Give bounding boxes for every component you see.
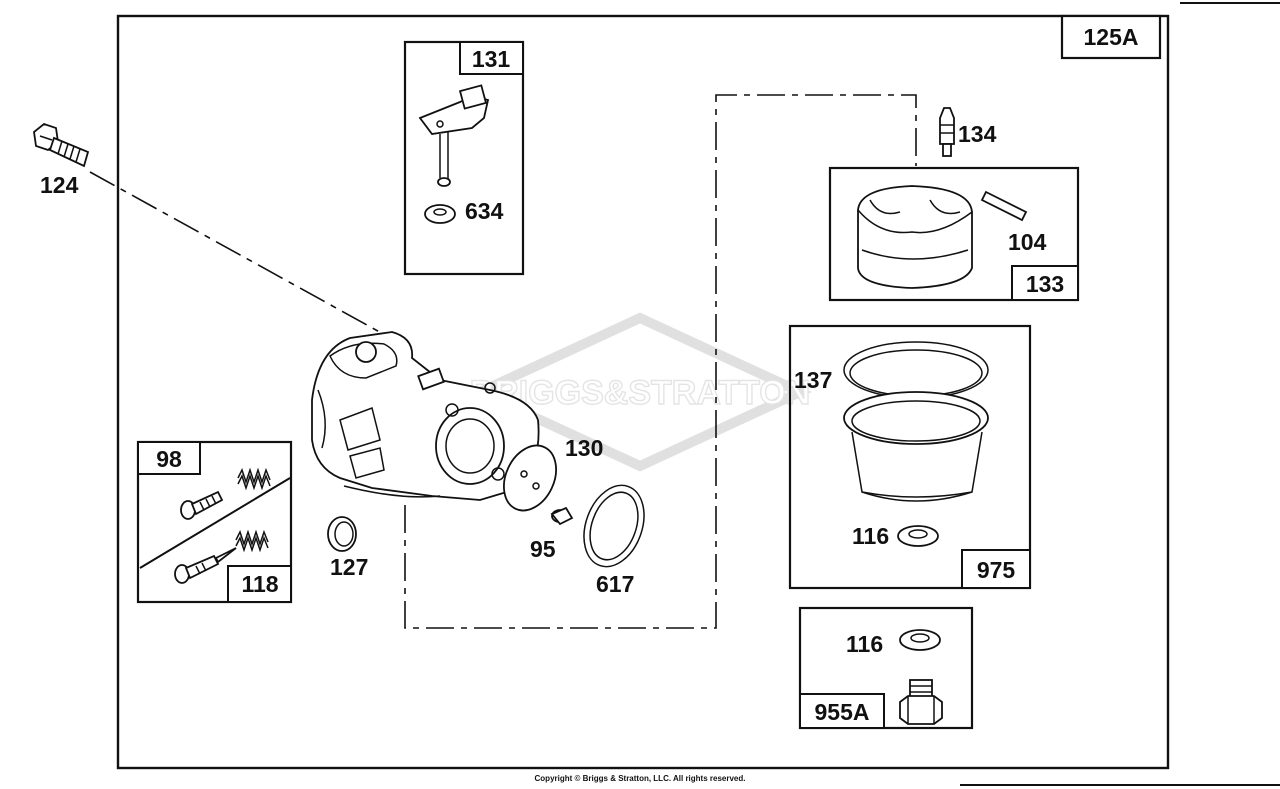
label-131: 131 bbox=[472, 46, 511, 72]
bolt-icon bbox=[33, 122, 90, 168]
label-617: 617 bbox=[596, 571, 634, 597]
kit-box-133 bbox=[828, 166, 1080, 302]
spring-icon bbox=[235, 529, 269, 553]
kit-box-98-118 bbox=[136, 440, 293, 604]
kit-box-975 bbox=[788, 324, 1032, 590]
gasket-icon bbox=[583, 484, 645, 568]
welch-plug-icon bbox=[327, 516, 357, 552]
kit-box-131 bbox=[403, 40, 525, 276]
kit-box-975-tag bbox=[961, 549, 1031, 589]
washer-icon bbox=[897, 525, 939, 547]
label-134: 134 bbox=[958, 121, 997, 147]
label-975: 975 bbox=[977, 557, 1016, 583]
label-116a: 116 bbox=[852, 523, 889, 549]
throttle-shaft-icon bbox=[418, 84, 490, 187]
frame-label: 125A bbox=[1084, 24, 1139, 50]
leader-line-124 bbox=[89, 171, 386, 336]
label-133: 133 bbox=[1026, 271, 1064, 297]
label-118: 118 bbox=[241, 571, 278, 597]
kit-box-118-tag bbox=[227, 565, 292, 603]
label-127: 127 bbox=[330, 554, 368, 580]
hinge-pin-icon bbox=[980, 190, 1028, 222]
label-137: 137 bbox=[794, 367, 832, 393]
diagram-frame bbox=[116, 14, 1170, 770]
inlet-needle-icon bbox=[939, 107, 955, 157]
kit-divider bbox=[139, 477, 291, 569]
frame-label-box bbox=[1060, 14, 1162, 60]
screw-icon bbox=[550, 506, 574, 526]
bowl-gasket-icon bbox=[843, 341, 989, 399]
seal-634-icon bbox=[424, 204, 456, 224]
float-icon bbox=[857, 185, 973, 289]
label-95: 95 bbox=[530, 536, 556, 562]
label-98: 98 bbox=[156, 446, 182, 472]
label-116b: 116 bbox=[846, 631, 883, 657]
carburetor-body-icon bbox=[311, 331, 540, 501]
kit-box-955a-tag bbox=[799, 693, 885, 729]
spring-icon bbox=[237, 467, 271, 491]
kit-box-98-tag bbox=[137, 441, 201, 475]
bowl-nut-icon bbox=[899, 679, 943, 725]
label-634: 634 bbox=[465, 198, 504, 224]
kit-box-131-tag bbox=[459, 41, 524, 75]
copyright-notice: Copyright © Briggs & Stratton, LLC. All … bbox=[534, 774, 746, 783]
washer-icon bbox=[899, 629, 941, 651]
label-104: 104 bbox=[1008, 229, 1047, 255]
label-124: 124 bbox=[40, 172, 79, 198]
choke-plate-icon bbox=[503, 444, 557, 512]
float-bowl-icon bbox=[843, 391, 989, 502]
kit-box-133-tag bbox=[1011, 265, 1079, 301]
kit-box-955a bbox=[798, 606, 974, 730]
leader-line-bowl bbox=[404, 94, 917, 629]
label-955a: 955A bbox=[815, 699, 870, 725]
needle-valve-icon bbox=[174, 547, 237, 584]
idle-screw-icon bbox=[180, 490, 224, 520]
label-130: 130 bbox=[565, 435, 603, 461]
